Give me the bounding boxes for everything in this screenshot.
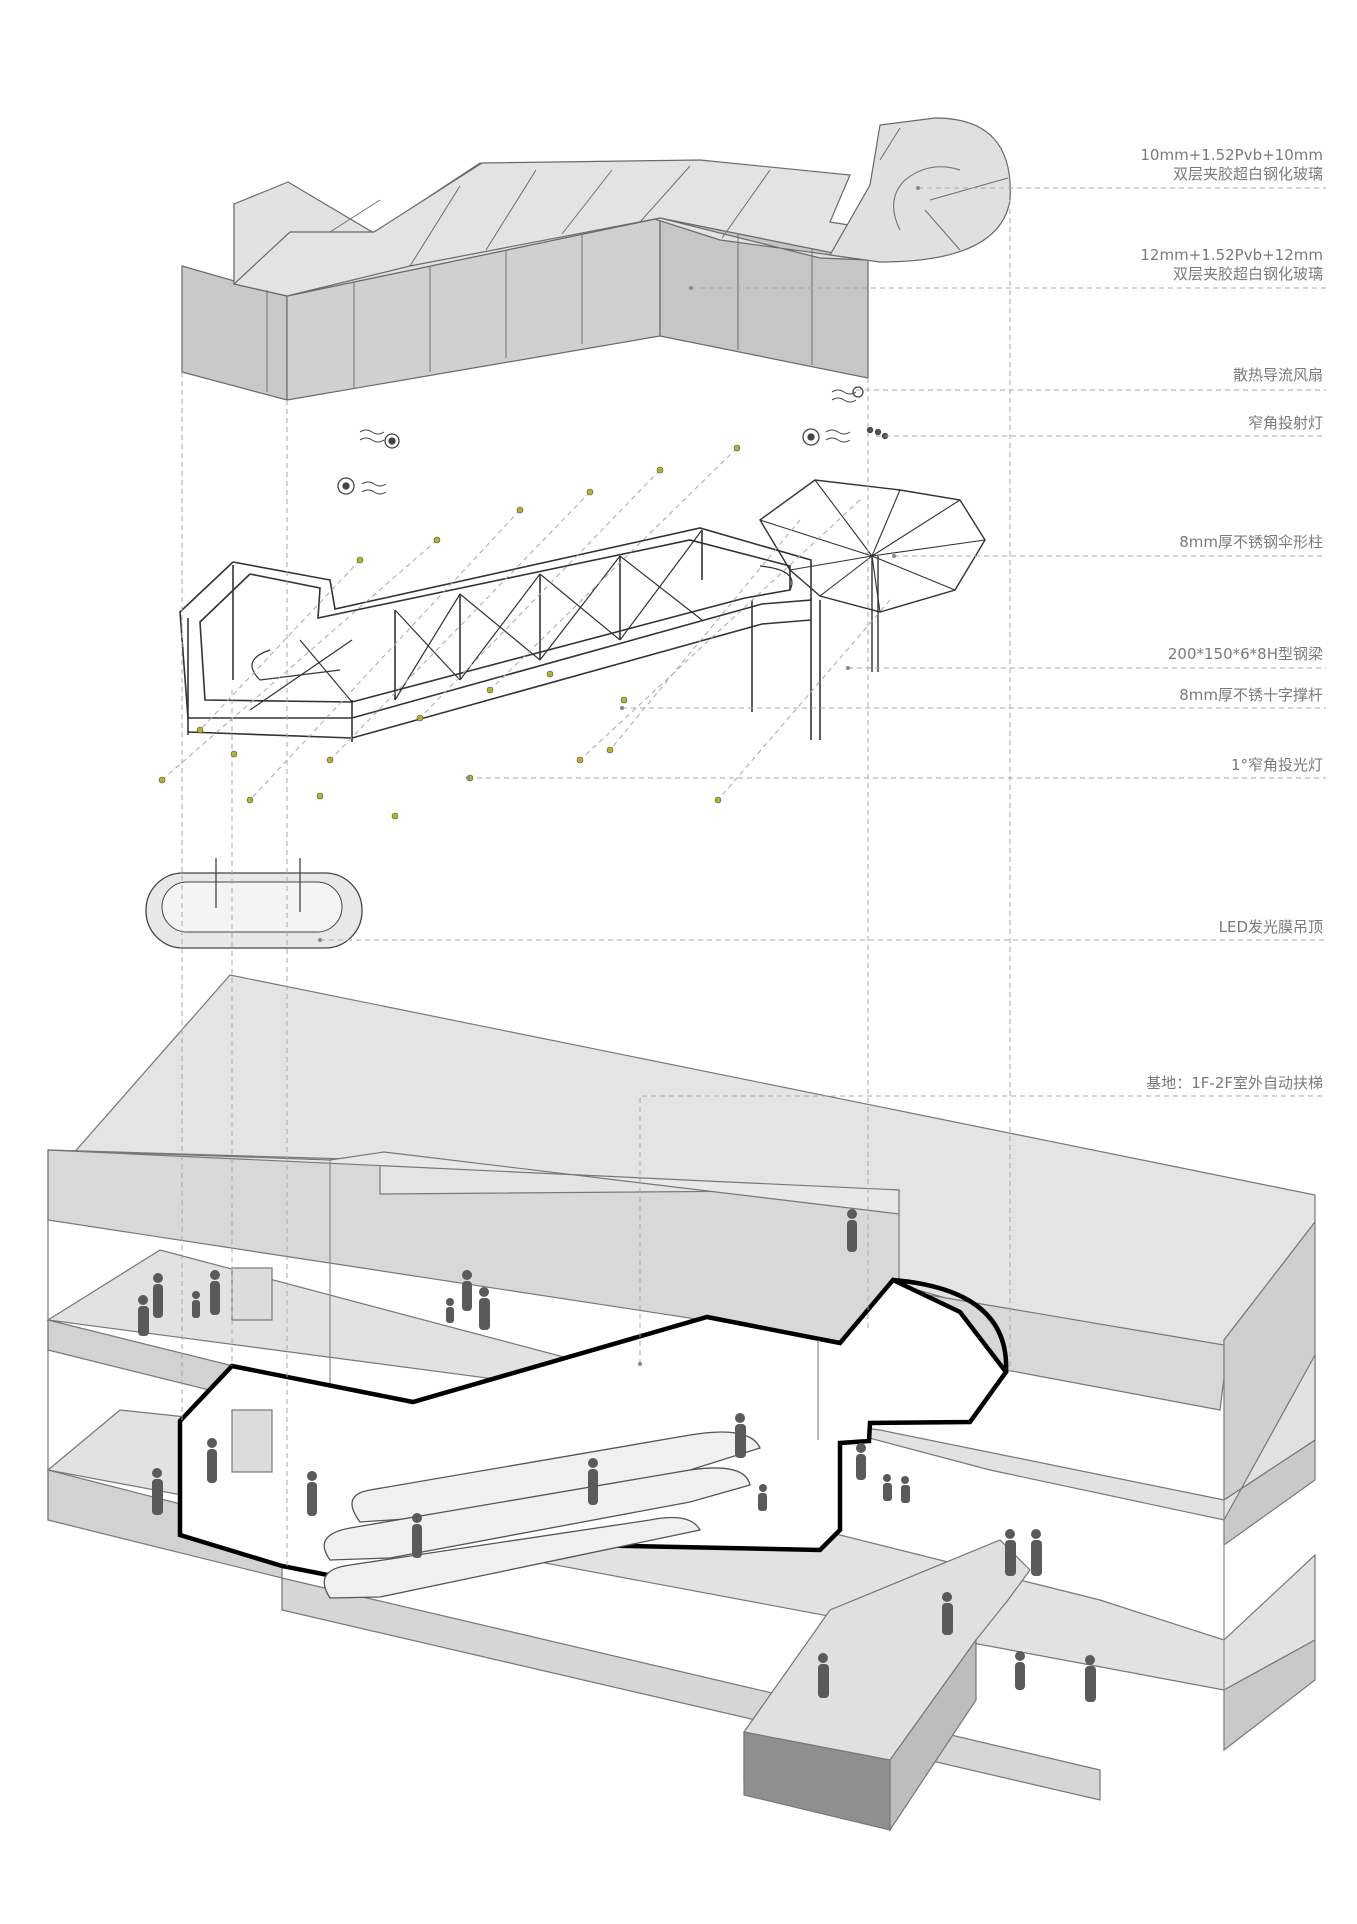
person-figure [1085, 1655, 1096, 1702]
leader-dots [318, 186, 920, 1366]
person-figure [412, 1513, 422, 1558]
label-spotlight: 窄角投射灯 [1247, 414, 1323, 432]
airflow-icon [359, 389, 857, 495]
person-figure [735, 1413, 746, 1458]
steel-frame [179, 527, 821, 742]
steel-beam-bottom [187, 619, 812, 739]
glass-panel-seams [266, 127, 1009, 392]
person-figure [1031, 1529, 1042, 1576]
leader-lines [161, 187, 1326, 1568]
led-ceiling [145, 858, 363, 949]
person-figure [758, 1484, 767, 1511]
escalator-third [323, 1516, 701, 1599]
void-column [231, 1409, 273, 1473]
person-figure [942, 1592, 953, 1635]
person-figure [138, 1295, 149, 1336]
person-figure [479, 1287, 490, 1330]
person-figure [883, 1474, 892, 1501]
person-figure [856, 1443, 866, 1480]
person-figure [152, 1468, 163, 1515]
label-line: 10mm+1.52Pvb+10mm [1140, 146, 1323, 164]
person-figure [901, 1476, 910, 1503]
person-figure [446, 1298, 454, 1323]
label-fan: 散热导流风扇 [1232, 366, 1323, 384]
people-figures [138, 1209, 1096, 1702]
label-line: 12mm+1.52Pvb+12mm [1140, 246, 1323, 264]
bridge-side [889, 1638, 977, 1832]
person-figure [462, 1270, 472, 1311]
middle-slab-top [46, 1249, 1316, 1521]
glass-inner-arc [893, 166, 961, 231]
person-figure [818, 1653, 829, 1698]
person-figure [192, 1291, 200, 1318]
person-figure [847, 1209, 857, 1252]
upper-column [231, 1267, 273, 1321]
label-floodlight: 1°窄角投光灯 [1230, 756, 1323, 774]
narrow-beam-lamps [158, 444, 741, 820]
steel-loop [251, 649, 341, 681]
fans-and-spotlights [337, 386, 889, 495]
person-figure [1015, 1651, 1025, 1690]
person-figure [153, 1273, 163, 1318]
label-umbrella-column: 8mm厚不锈钢伞形柱 [1179, 533, 1323, 551]
label-top-glass: 10mm+1.52Pvb+10mm 双层夹胶超白钢化玻璃 [1140, 146, 1323, 184]
escalator-lower [323, 1467, 751, 1561]
void-semicircle [892, 1277, 1009, 1373]
label-steel-beam: 200*150*6*8H型钢梁 [1167, 645, 1323, 663]
label-line: 双层夹胶超白钢化玻璃 [1172, 265, 1323, 283]
glass-roof-semicircle [829, 117, 1011, 263]
person-figure [207, 1438, 217, 1483]
label-base-site: 基地：1F-2F室外自动扶梯 [1146, 1074, 1323, 1092]
escalator-upper [351, 1431, 761, 1523]
upper-floor-top [47, 1149, 900, 1215]
person-figure [1005, 1529, 1016, 1576]
umbrella-ribs [759, 479, 986, 613]
person-figure [210, 1270, 220, 1315]
label-side-glass: 12mm+1.52Pvb+12mm 双层夹胶超白钢化玻璃 [1140, 246, 1323, 284]
steel-posts [187, 530, 821, 742]
person-figure [588, 1458, 598, 1505]
spotlight-icon [866, 426, 889, 440]
glass-canopy [181, 117, 1011, 401]
umbrella-column [759, 479, 986, 672]
person-figure [307, 1471, 317, 1516]
label-line: 双层夹胶超白钢化玻璃 [1172, 165, 1323, 183]
escalators [323, 1431, 761, 1599]
fan-icon [337, 386, 864, 495]
label-led-ceiling: LED发光膜吊顶 [1218, 918, 1323, 936]
umbrella-canopy-outline [759, 479, 986, 613]
label-cross-brace: 8mm厚不锈十字撑杆 [1179, 686, 1323, 704]
base-building [46, 974, 1316, 1832]
